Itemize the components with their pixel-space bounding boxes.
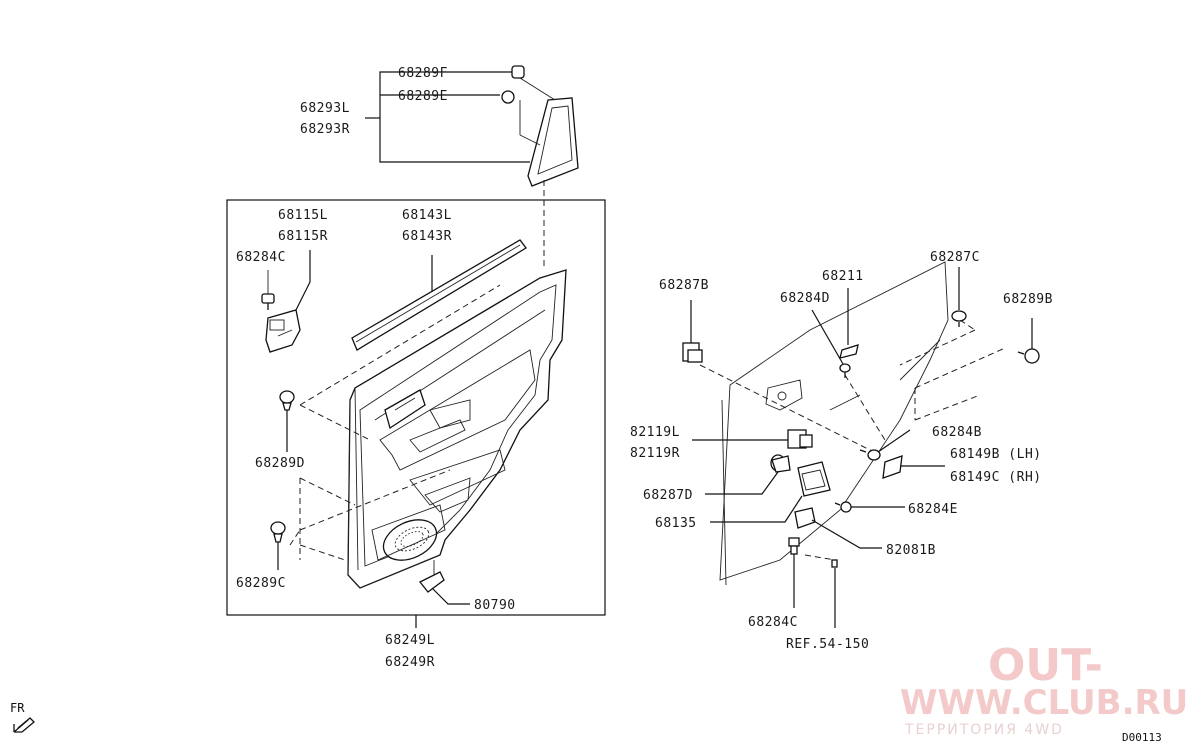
door-trim-panel-68249 [347,269,567,589]
label-68149B: 68149B (LH) [950,447,1042,462]
door-inner-panel [719,261,949,586]
label-68284C-left: 68284C [236,250,286,265]
label-68135: 68135 [655,516,697,531]
label-82081B: 82081B [886,543,936,558]
label-68287B: 68287B [659,278,709,293]
cover-80790 [418,560,470,605]
label-68249R: 68249R [385,655,435,670]
label-68293L: 68293L [300,101,350,116]
clip-68284D-icon [811,309,851,378]
label-68287D: 68287D [643,488,693,503]
label-68211: 68211 [822,269,864,284]
inner-handle-68115 [265,250,311,353]
label-80790: 80790 [474,598,516,613]
garnish-68293 [501,65,579,270]
label-68284D: 68284D [780,291,830,306]
label-68143R: 68143R [402,229,452,244]
clip-68289C-icon [270,521,286,570]
label-68289C: 68289C [236,576,286,591]
front-orientation: FR [10,701,35,733]
bracket-68293 [365,71,530,163]
clip-68287C-icon [951,267,967,327]
watermark-line1: OUT- [988,640,1103,691]
label-68249L: 68249L [385,633,435,648]
pad-68211-icon [839,288,859,359]
clip-68289F-icon [511,65,525,79]
clip-68284C-left-icon [261,270,275,310]
cover-68149-icon [882,455,945,479]
fr-label: FR [10,701,25,715]
switch-82081B-icon [794,507,882,549]
label-68287C: 68287C [930,250,980,265]
label-ref: REF.54-150 [786,637,869,652]
plug-68289B-icon [1017,318,1040,364]
part-labels: 68289F 68289E 68293L 68293R 68115L 68115… [236,66,1053,670]
label-68143L: 68143L [402,208,452,223]
speaker-grille-icon [382,519,438,561]
label-68289B: 68289B [1003,292,1053,307]
label-68289E: 68289E [398,89,448,104]
label-82119R: 82119R [630,446,680,461]
label-68115R: 68115R [278,229,328,244]
switch-82119-icon [692,429,813,449]
clip-68284C-right-icon [788,537,800,608]
bracket-68135-icon [710,461,831,523]
label-68149C: 68149C (RH) [950,470,1042,485]
clip-68284E-icon [834,501,905,513]
diagram-code: D00113 [1122,731,1162,744]
watermark-line2: WWW.CLUB.RU [900,683,1188,723]
dashed-guides-left [289,284,501,561]
clip-68289E-icon [501,90,515,104]
watermark: OUT- WWW.CLUB.RU ТЕРРИТОРИЯ 4WD [900,640,1188,738]
label-68289D: 68289D [255,456,305,471]
grommet-68287B-icon [682,300,703,363]
label-68284B: 68284B [932,425,982,440]
label-68293R: 68293R [300,122,350,137]
clip-68289D-icon [279,390,295,452]
weatherstrip-68143 [351,239,527,351]
label-68284C-right: 68284C [748,615,798,630]
clip-68284B-icon [859,429,911,461]
grommet-68287D-icon [705,454,791,495]
fr-arrow-icon [13,717,35,733]
label-68284E: 68284E [908,502,958,517]
watermark-line3: ТЕРРИТОРИЯ 4WD [904,722,1064,738]
label-82119L: 82119L [630,425,680,440]
label-68289F: 68289F [398,66,448,81]
label-68115L: 68115L [278,208,328,223]
dashed-guides-right [699,319,1006,561]
ref-pin-icon [831,559,838,628]
